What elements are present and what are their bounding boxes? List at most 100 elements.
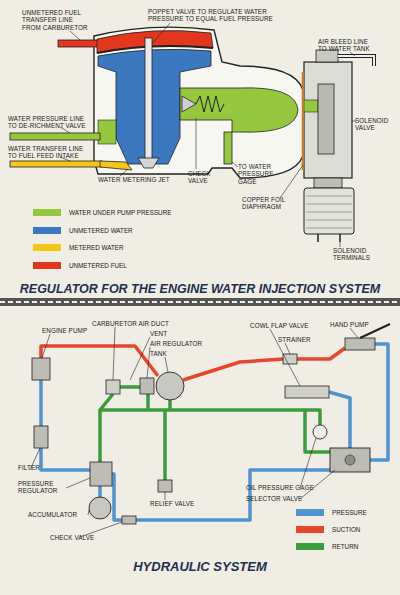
separator-perforation <box>0 301 400 303</box>
part-label: HAND PUMP <box>330 321 380 328</box>
leader-line <box>60 23 356 247</box>
water-pressure-pipe <box>10 133 100 140</box>
legend-swatch <box>296 543 324 550</box>
part-label: COWL FLAP VALVE <box>250 322 330 329</box>
check-valve <box>122 516 136 524</box>
part-label: RELIEF VALVE <box>150 500 210 507</box>
legend-text: SUCTION <box>332 526 360 533</box>
legend-swatch <box>296 509 324 516</box>
accumulator <box>89 497 111 519</box>
part-label: VENT <box>150 330 190 337</box>
return-pipe <box>305 410 330 452</box>
return-pipe <box>100 410 320 425</box>
part-label: TO WATER PRESSURE GAGE <box>238 163 278 185</box>
return-pipe <box>146 394 150 410</box>
pump-water-passage <box>180 88 298 132</box>
air-regulator <box>140 378 154 394</box>
suction-pipe <box>183 359 283 380</box>
selector-valve <box>330 448 370 472</box>
part-label: OIL PRESSURE GAGE <box>246 484 326 491</box>
strainer <box>283 354 297 364</box>
solenoid-threads <box>306 196 352 228</box>
hand-pump <box>345 338 375 350</box>
tank <box>156 372 184 400</box>
part-label: POPPET VALVE TO REGULATE WATER PRESSURE … <box>148 8 283 23</box>
legend-swatch <box>33 244 61 251</box>
part-label: SELECTOR VALVE <box>246 495 316 502</box>
legend-swatch <box>33 262 61 269</box>
part-label: CHECK VALVE <box>50 534 110 541</box>
regulator-housing <box>94 27 304 178</box>
legend-swatch <box>33 227 61 234</box>
legend-text: METERED WATER <box>69 244 124 251</box>
metering-jet <box>100 161 132 170</box>
copper-diaphragm <box>302 72 305 170</box>
part-label: SOLENOID TERMINALS <box>333 247 379 262</box>
air-bleed-tube-bore <box>338 56 374 66</box>
pressure-pipe <box>39 380 43 426</box>
solenoid-valve-body <box>304 62 352 178</box>
legend-text: WATER UNDER PUMP PRESSURE <box>69 209 171 216</box>
engine-pump <box>32 358 50 380</box>
pressure-regulator <box>90 462 112 486</box>
part-label: ENGINE PUMP <box>42 327 102 334</box>
filter <box>34 426 48 448</box>
gage-pipe <box>224 132 232 164</box>
part-label: PRESSURE REGULATOR <box>18 480 66 495</box>
air-bleed-tube <box>338 56 374 66</box>
poppet-stem <box>145 38 152 162</box>
metered-water-pipe <box>10 161 102 167</box>
solenoid-terminal <box>318 234 340 242</box>
legend-text: UNMETERED FUEL <box>69 262 127 269</box>
part-label: CHECK VALVE <box>188 170 214 185</box>
pressure-pipe <box>112 474 122 520</box>
part-label: AIR REGULATOR <box>150 340 220 347</box>
leader-line <box>30 327 358 537</box>
legend-text: PRESSURE <box>332 509 367 516</box>
oil-pressure-gage <box>313 425 327 439</box>
part-label: ACCUMULATOR <box>28 511 88 518</box>
pressure-pipe <box>41 448 90 470</box>
diaphragm <box>97 46 213 53</box>
poppet-head <box>138 158 159 168</box>
relief-valve <box>158 480 172 492</box>
part-label: FILTER <box>18 464 58 471</box>
part-label: WATER METERING JET <box>98 176 188 183</box>
valve-plunger <box>318 84 334 154</box>
cowl-flap-valve <box>285 386 329 398</box>
suction-pipe <box>41 346 158 376</box>
legend-swatch <box>33 209 61 216</box>
diagram-title: REGULATOR FOR THE ENGINE WATER INJECTION… <box>0 282 400 297</box>
suction-pipe <box>297 348 345 359</box>
part-label: TANK <box>150 350 190 357</box>
legend-text: RETURN <box>332 543 358 550</box>
return-pipe <box>163 410 167 480</box>
part-label: STRAINER <box>278 336 328 343</box>
pressure-pipe <box>329 392 350 448</box>
part-label: AIR BLEED LINE TO WATER TANK <box>318 38 378 53</box>
part-label: CARBURETOR AIR DUCT <box>92 320 192 327</box>
part-label: SOLENOID VALVE <box>355 117 395 132</box>
part-label: WATER PRESSURE LINE TO DE-RICHMENT VALVE <box>8 115 92 130</box>
part-label: WATER TRANSFER LINE TO FUEL FEED INTAKE <box>8 145 92 160</box>
solenoid-body <box>304 188 354 234</box>
solenoid-neck <box>314 178 342 188</box>
legend-text: UNMETERED WATER <box>69 227 133 234</box>
valve-port <box>304 100 318 112</box>
pressure-pipe <box>98 486 102 497</box>
check-valve-cone <box>182 96 196 112</box>
part-label: UNMETERED FUEL TRANSFER LINE FROM CARBUR… <box>22 9 90 31</box>
return-pipe <box>100 394 113 462</box>
selector-knob <box>345 455 355 465</box>
return-pipe <box>120 385 140 389</box>
separator-band <box>0 298 400 306</box>
check-valve-spring <box>196 96 224 112</box>
legend-swatch <box>296 526 324 533</box>
pump-water-area <box>98 120 116 144</box>
section-title: HYDRAULIC SYSTEM <box>0 559 400 574</box>
pipes <box>41 344 388 520</box>
pressure-pipe <box>370 344 388 460</box>
carburetor-air-duct <box>106 380 120 394</box>
